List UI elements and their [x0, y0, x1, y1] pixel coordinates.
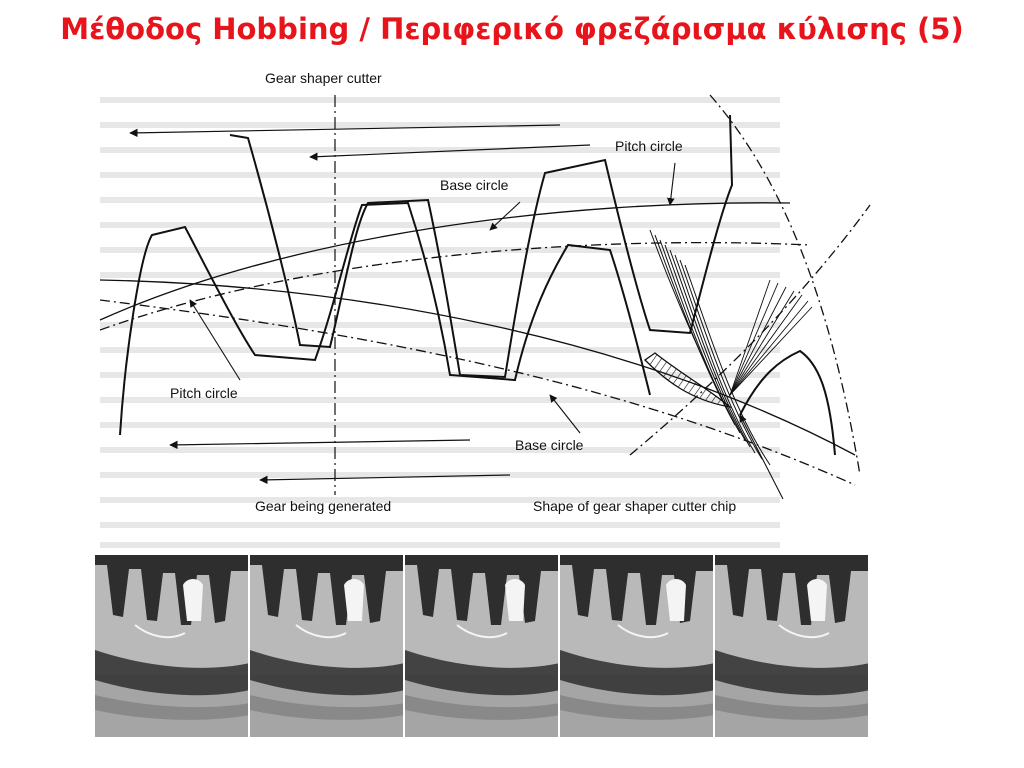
leader-lines [189, 162, 784, 500]
photo-gear-arc [250, 650, 405, 696]
photo-gear-arc-shadow [250, 695, 405, 720]
photo-highlight-tooth [344, 579, 364, 621]
photo-chip-curl [778, 624, 830, 639]
arrow-gear-lower [169, 439, 471, 450]
arrow-cutter-top [129, 124, 561, 138]
photo-chip-curl [295, 624, 347, 639]
photo-highlight-tooth [807, 579, 827, 621]
photo-panel-2 [250, 555, 405, 737]
motion-arrows [129, 124, 591, 485]
photo-gear-arc-shadow [95, 695, 250, 720]
photo-gear-arc [560, 650, 715, 696]
shaper-cutter-profile [229, 114, 734, 379]
photo-gear-arc-shadow [405, 695, 560, 720]
label-base-circle-top: Base circle [440, 177, 509, 193]
label-pitch-circle-left: Pitch circle [170, 385, 238, 401]
chip-shape-hatched [643, 352, 733, 409]
arrow-cutter-mid [309, 144, 591, 161]
photo-highlight-tooth [666, 579, 686, 621]
photo-gear-arc [715, 650, 870, 696]
background-text-lines [100, 97, 780, 548]
photo-strip [95, 555, 870, 737]
label-gear-being-generated: Gear being generated [255, 498, 391, 514]
leader-pitch-top [666, 162, 676, 206]
label-pitch-circle-top: Pitch circle [615, 138, 683, 154]
photo-teeth-row [250, 555, 405, 625]
right-pitch-arc-2 [629, 204, 871, 456]
label-gear-shaper-cutter: Gear shaper cutter [265, 70, 382, 86]
gear-base-circle [99, 279, 856, 456]
arrow-gear-bottom [259, 474, 511, 485]
photo-panel-5 [715, 555, 870, 737]
photo-panel-3 [405, 555, 560, 737]
right-pitch-arc-1 [709, 94, 861, 476]
leader-pitch-left [189, 299, 241, 381]
leader-base-bottom [549, 394, 581, 434]
photo-teeth-row [405, 555, 560, 625]
photo-gear-arc-shadow [560, 695, 715, 720]
photo-highlight-tooth [505, 579, 525, 621]
photo-panel-1 [95, 555, 250, 737]
cutter-base-circle [99, 202, 791, 321]
leader-chip [739, 414, 784, 500]
gear-generation-diagram: Gear shaper cutter Pitch circle Base cir… [99, 70, 871, 548]
slide-title: Μέθοδος Hobbing / Περιφερικό φρεζάρισμα … [60, 12, 964, 46]
label-chip-shape: Shape of gear shaper cutter chip [533, 498, 736, 514]
generated-gear-profile [119, 201, 651, 436]
gear-shaping-figure: Gear shaper cutter Pitch circle Base cir… [90, 55, 875, 740]
photo-gear-arc [405, 650, 560, 696]
photo-chip-curl [134, 624, 186, 639]
photo-highlight-tooth [183, 579, 203, 621]
label-base-circle-bottom: Base circle [515, 437, 584, 453]
photo-chip-curl [456, 624, 508, 639]
photo-gear-arc [95, 650, 250, 696]
leader-base-top [489, 201, 521, 231]
photo-chip-curl [617, 624, 669, 639]
photo-gear-arc-shadow [715, 695, 870, 720]
right-gear-tooth [739, 349, 836, 456]
chip-fan-lines [729, 279, 813, 396]
photo-teeth-row [715, 555, 870, 625]
photo-teeth-row [95, 555, 250, 625]
photo-panel-4 [560, 555, 715, 737]
photo-teeth-row [560, 555, 715, 625]
